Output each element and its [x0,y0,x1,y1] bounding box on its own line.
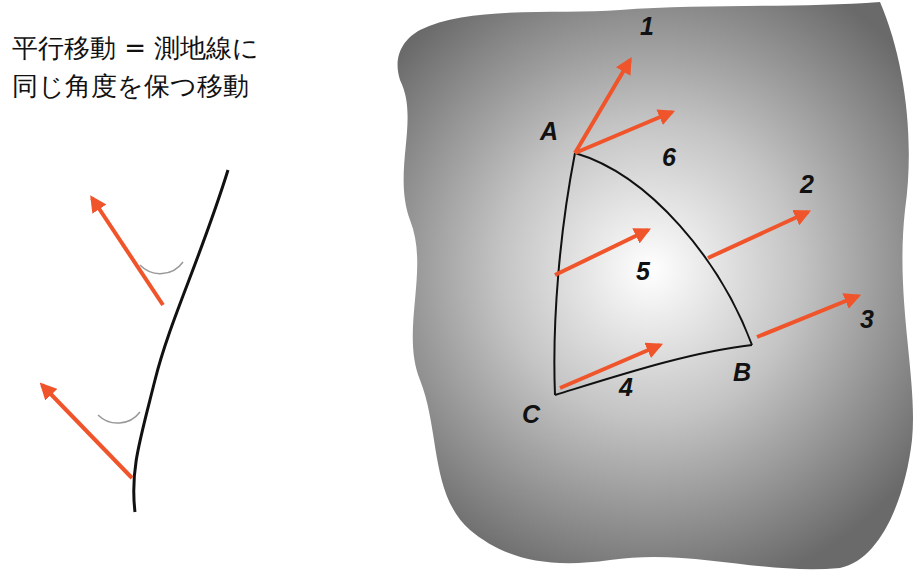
angle-arcs [98,262,183,423]
geodesic-curve [134,170,228,512]
curved-surface [398,2,913,569]
callout-number: 5 [636,257,650,286]
callout-number: 1 [640,12,654,41]
callout-number: 6 [662,143,676,172]
geodesic-triangle [554,153,752,395]
callout-number: 3 [860,305,874,334]
note-text: 平行移動 = 測地線に 同じ角度を保つ移動 [12,30,342,105]
callout-number: 4 [619,373,633,402]
vertex-label: A [540,117,558,146]
transported-vectors [42,60,858,478]
vertex-label: C [522,400,540,429]
vertex-label: B [733,358,751,387]
callout-number: 2 [800,170,814,199]
